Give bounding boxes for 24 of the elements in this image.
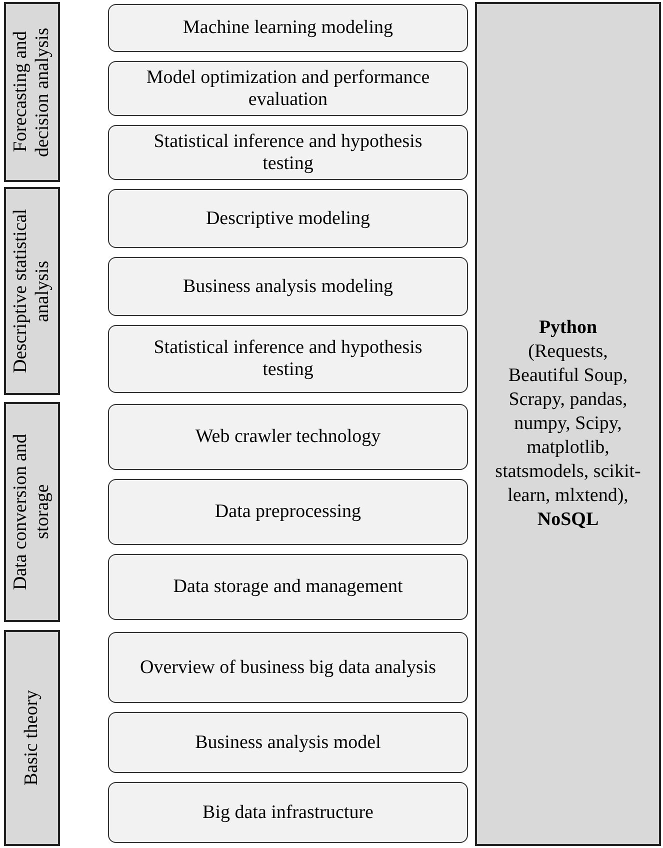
topic-box: Descriptive modeling [108, 189, 468, 248]
topic-box: Data preprocessing [108, 479, 468, 545]
category-label: Data conversion and storage [10, 432, 54, 592]
topic-box: Model optimization and performance evaluation [108, 61, 468, 116]
tool-name: Python [538, 316, 598, 340]
topic-box: Statistical inference and hypothesis testing [108, 325, 468, 393]
category-label: Descriptive statistical analysis [10, 208, 54, 376]
category-label: Forecasting and decision analysis [10, 26, 54, 159]
category-label: Basic theory [21, 690, 43, 786]
topic-box: Data storage and management [108, 554, 468, 620]
category-label-panel [4, 402, 60, 622]
category-label-panel [4, 2, 60, 182]
topic-box: Business analysis model [108, 712, 468, 773]
library-list: (Requests, Beautiful Soup, Scrapy, pandas, numpy, Scipy, matplotlib, statsmodels, scikit-learn, mlxtend), [491, 340, 645, 508]
topic-box: Web crawler technology [108, 404, 468, 470]
topic-box: Machine learning modeling [108, 4, 468, 52]
topic-box: Statistical inference and hypothesis testing [108, 125, 468, 180]
tools-panel [475, 2, 661, 846]
category-label-panel [4, 187, 60, 395]
topic-box: Business analysis modeling [108, 257, 468, 316]
tool-name: NoSQL [537, 508, 599, 532]
topic-box: Big data infrastructure [108, 782, 468, 843]
category-label-panel [4, 630, 60, 846]
topic-box: Overview of business big data analysis [108, 632, 468, 703]
